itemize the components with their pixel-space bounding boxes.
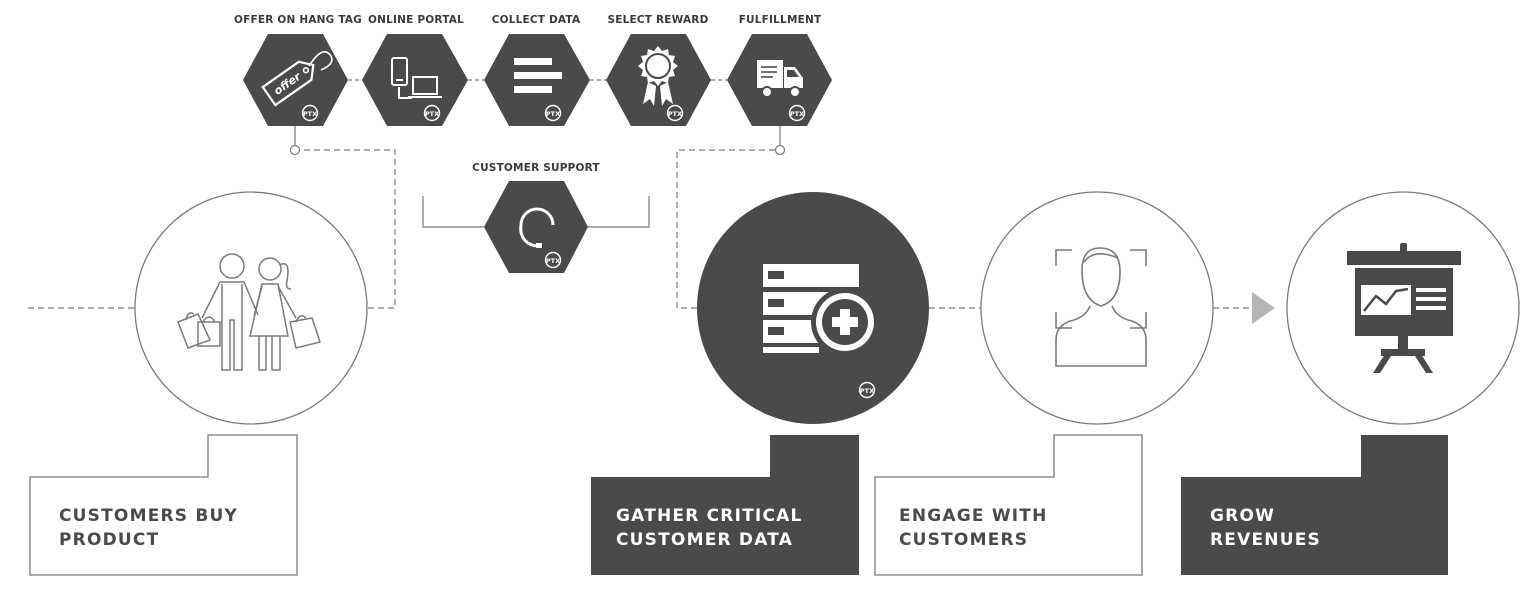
stage-title-line1: GROW xyxy=(1210,506,1275,526)
connector-lines xyxy=(28,79,1252,309)
stage-title-line2: REVENUES xyxy=(1210,530,1321,550)
stage-label-box xyxy=(29,434,298,576)
hex-label: ONLINE PORTAL xyxy=(368,14,464,26)
connector-node xyxy=(289,144,301,156)
shoppers-icon xyxy=(177,253,321,371)
hex-customer-support: CUSTOMER SUPPORT xyxy=(472,162,600,273)
stage-engage-with-customers: ENGAGE WITH CUSTOMERS xyxy=(874,191,1214,576)
stage-title-line2: CUSTOMERS xyxy=(899,530,1028,550)
delivery-truck-icon xyxy=(757,60,803,98)
headset-icon xyxy=(519,207,555,248)
stage-title-line1: ENGAGE WITH xyxy=(899,506,1048,526)
hex-online-portal: ONLINE PORTAL xyxy=(362,14,468,126)
database-add-icon xyxy=(763,264,879,356)
hex-select-reward: SELECT REWARD xyxy=(606,14,711,126)
stage-grow-revenues: GROW REVENUES xyxy=(1181,191,1520,575)
hex-label: SELECT REWARD xyxy=(607,14,708,26)
stage-label-box xyxy=(591,435,859,575)
arrow-right-icon xyxy=(1252,292,1275,324)
stage-title-line1: GATHER CRITICAL xyxy=(616,506,803,526)
face-scan-icon xyxy=(1055,247,1147,367)
connector-node xyxy=(774,144,786,156)
tag-string xyxy=(308,50,333,71)
connector-stage1-to-hangtag xyxy=(300,149,396,309)
hex-label: FULFILLMENT xyxy=(739,14,822,26)
stage-title-line2: PRODUCT xyxy=(59,530,159,550)
stage-title-line2: CUSTOMER DATA xyxy=(616,530,793,550)
data-bars-icon xyxy=(514,58,562,93)
stage-label-box xyxy=(874,434,1143,576)
award-ribbon-icon xyxy=(638,46,678,106)
stage-customers-buy-product: CUSTOMERS BUY PRODUCT xyxy=(29,191,368,576)
stage-title-line1: CUSTOMERS BUY xyxy=(59,506,238,526)
stage-gather-critical-customer-data: GATHER CRITICAL CUSTOMER DATA xyxy=(591,192,929,575)
hex-label: COLLECT DATA xyxy=(492,14,581,26)
connector-fulfillment-to-stage2 xyxy=(676,149,775,309)
hex-label: CUSTOMER SUPPORT xyxy=(472,162,600,174)
hex-collect-data: COLLECT DATA xyxy=(484,14,590,126)
presentation-chart-icon xyxy=(1347,243,1461,373)
hex-label: OFFER ON HANG TAG xyxy=(234,14,362,26)
devices-icon xyxy=(391,57,442,99)
hex-offer-on-hang-tag: OFFER ON HANG TAG offer xyxy=(234,14,362,126)
support-bracket-right xyxy=(588,196,650,228)
stage-label-box xyxy=(1181,435,1448,575)
support-bracket-left xyxy=(422,196,484,228)
hex-fulfillment: FULFILLMENT xyxy=(727,14,832,126)
